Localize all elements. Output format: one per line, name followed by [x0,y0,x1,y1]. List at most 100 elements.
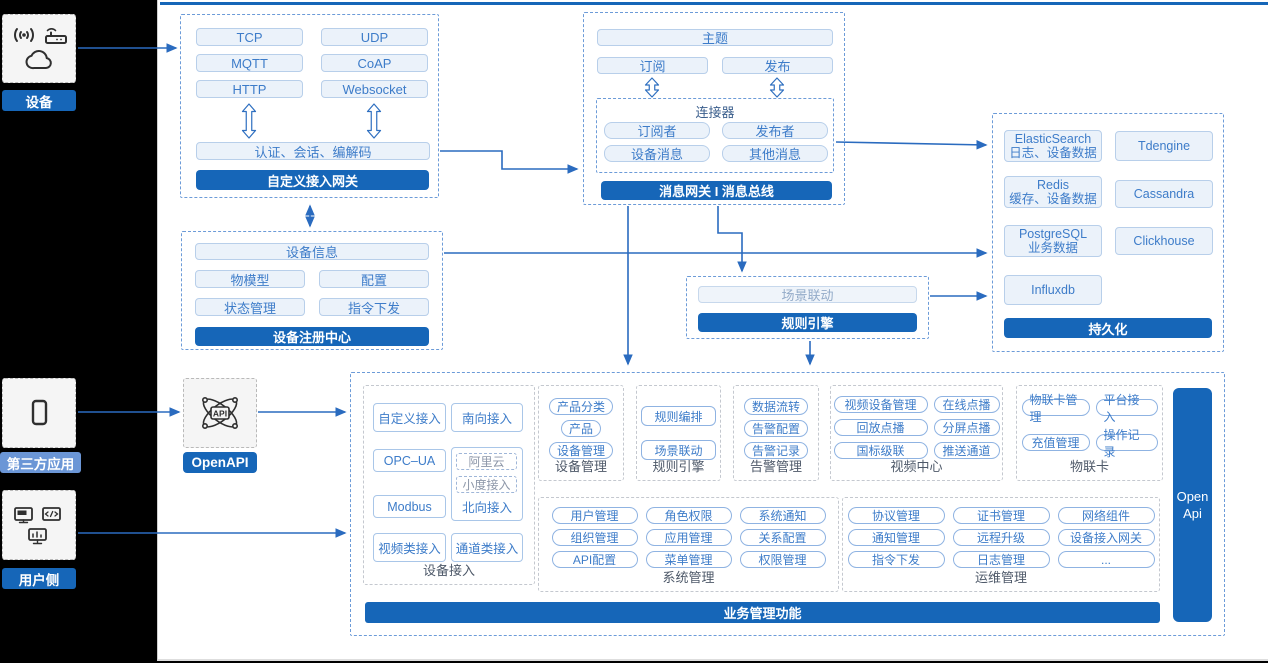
online-play-pill: 在线点播 [933,396,1000,413]
business-footer-bar: 业务管理功能 [365,602,1160,623]
store-influxdb: Influxdb [1004,275,1102,305]
push-channel-pill: 推送通道 [933,442,1000,459]
rule-orchestration-pill: 规则编排 [641,406,716,426]
opcua-node: OPC–UA [373,449,446,472]
open-api-vertical-bar: Open Api [1173,388,1212,622]
more-pill: ... [1057,551,1155,568]
network-component-pill: 网络组件 [1057,507,1155,524]
south-access-node: 南向接入 [451,403,523,432]
smartphone-icon [31,399,48,426]
persistence-box [992,113,1224,352]
platform-access-pill: 平台接入 [1095,393,1158,424]
code-window-icon [42,507,61,521]
cloud-icon [25,49,52,69]
log-mgmt-pill: 日志管理 [952,551,1050,568]
rule-engine-column: 规则编排 场景联动 规则引擎 [636,385,721,481]
connector-title: 连接器 [695,105,735,120]
command-issue-pill: 指令下发 [847,551,945,568]
message-bus-box [583,12,845,205]
other-message-node: 其他消息 [722,145,828,162]
topic-node: 主题 [597,29,833,46]
gb-cascade-pill: 国标级联 [833,442,928,459]
openapi-label: OpenAPI [183,452,257,473]
thing-model-node: 物模型 [195,270,305,288]
rule-engine-title: 规则引擎 [698,313,917,332]
cert-mgmt-pill: 证书管理 [952,507,1050,524]
protocol-http: HTTP [196,80,303,98]
iot-card-column: 物联卡管理 平台接入 充值管理 操作记录 物联卡 [1016,385,1163,481]
video-center-label: 视频中心 [890,459,943,474]
rule-engine-box [686,276,929,339]
remote-upgrade-pill: 远程升级 [952,529,1050,546]
video-center-column: 视频设备管理 在线点播 回放点播 分屏点播 国标级联 推送通道 视频中心 [830,385,1003,481]
publisher-node: 发布者 [722,122,828,139]
device-mgmt-pill: 设备管理 [548,442,613,459]
device-info-node: 设备信息 [195,243,429,260]
store-cassandra: Cassandra [1115,180,1213,208]
protocol-tcp: TCP [196,28,303,46]
north-access-label: 北向接入 [461,501,512,515]
menu-mgmt-pill: 菜单管理 [645,551,732,568]
svg-text:API: API [213,409,227,419]
recharge-mgmt-pill: 充值管理 [1021,434,1090,451]
user-side-rail-label: 用户侧 [2,568,76,589]
chart-monitor-icon [28,528,47,545]
subscriber-node: 订阅者 [604,122,710,139]
app-window-icon [14,507,33,524]
modbus-node: Modbus [373,495,446,518]
video-device-mgmt-pill: 视频设备管理 [833,396,928,413]
user-side-card [2,490,76,560]
persistence-title: 持久化 [1004,318,1212,338]
operation-record-pill: 操作记录 [1095,428,1158,459]
device-gateway-pill: 设备接入网关 [1057,529,1155,546]
user-mgmt-pill: 用户管理 [551,507,638,524]
openapi-card: API [183,378,257,448]
scene-linkage-node: 场景联动 [698,286,917,303]
notice-mgmt-pill: 通知管理 [847,529,945,546]
device-mgmt-column: 产品分类 产品 设备管理 设备管理 [538,385,624,481]
status-mgmt-node: 状态管理 [195,298,305,316]
subscribe-node: 订阅 [597,57,708,74]
protocol-websocket: Websocket [321,80,428,98]
session-codec-bar: 认证、会话、编解码 [196,142,430,160]
registry-box [181,231,443,350]
registry-title: 设备注册中心 [195,327,429,346]
app-mgmt-pill: 应用管理 [645,529,732,546]
custom-access-node: 自定义接入 [373,403,446,432]
config-node: 配置 [319,270,429,288]
system-mgmt-column: 用户管理 角色权限 系统通知 组织管理 应用管理 关系配置 API配置 菜单管理… [538,497,839,592]
ops-mgmt-column: 协议管理 证书管理 网络组件 通知管理 远程升级 设备接入网关 指令下发 日志管… [842,497,1160,592]
role-permission-pill: 角色权限 [645,507,732,524]
third-party-rail-label: 第三方应用 [0,452,81,473]
third-party-card [2,378,76,448]
playback-pill: 回放点播 [833,419,928,436]
alarm-config-pill: 告警配置 [743,420,808,437]
system-mgmt-label: 系统管理 [662,570,715,585]
device-access-label: 设备接入 [422,563,475,578]
alarm-record-pill: 告警记录 [743,442,808,459]
protocol-mqtt: MQTT [196,54,303,72]
device-card [2,14,76,83]
product-category-pill: 产品分类 [548,398,613,415]
xiaodu-node: 小度接入 [456,476,517,493]
data-flow-pill: 数据流转 [743,398,808,415]
wireless-signal-icon [14,27,34,42]
iot-card-mgmt-pill: 物联卡管理 [1021,393,1090,424]
north-access-group: 北向接入 [451,447,523,521]
iot-card-label: 物联卡 [1069,459,1109,474]
product-pill: 产品 [560,420,601,437]
api-network-icon: API [202,397,238,429]
system-notice-pill: 系统通知 [739,507,826,524]
command-node: 指令下发 [319,298,429,316]
relation-config-pill: 关系配置 [739,529,826,546]
business-box [350,372,1225,636]
ops-mgmt-label: 运维管理 [974,570,1027,585]
top-accent-line [160,2,1268,5]
device-mgmt-label: 设备管理 [554,459,607,474]
store-clickhouse: Clickhouse [1115,227,1213,255]
device-icons [14,27,67,69]
